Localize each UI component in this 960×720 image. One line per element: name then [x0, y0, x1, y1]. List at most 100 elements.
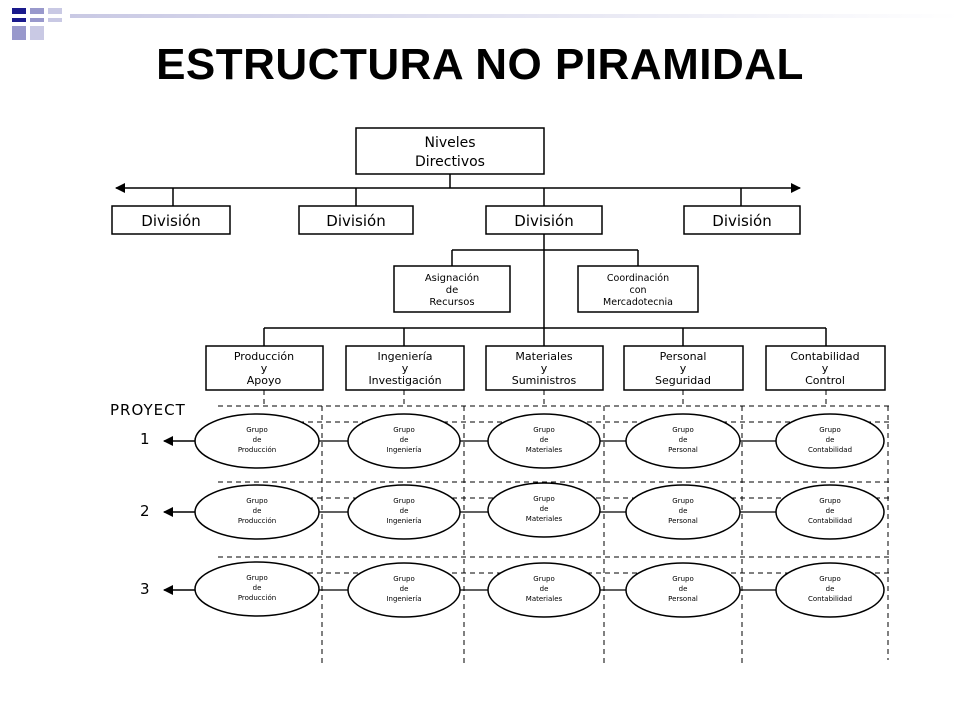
group-label: de	[540, 505, 549, 513]
support-label: con	[629, 285, 646, 296]
group-label: Grupo	[246, 497, 267, 505]
decor-square-light	[30, 26, 44, 40]
group-label: Grupo	[819, 497, 840, 505]
group-label: Personal	[668, 595, 698, 603]
support-label: Recursos	[429, 297, 474, 308]
support-label: Mercadotecnia	[603, 297, 673, 308]
group-ellipse: Grupo de Producción	[194, 561, 320, 617]
group-label: Personal	[668, 446, 698, 454]
group-ellipse: Grupo de Materiales	[487, 413, 601, 469]
group-label: de	[826, 507, 835, 515]
department-label: Control	[805, 374, 845, 387]
group-label: Ingeniería	[386, 595, 421, 603]
group-label: Producción	[238, 446, 276, 454]
division-label: División	[141, 212, 200, 230]
group-label: Grupo	[393, 426, 414, 434]
group-ellipse: Grupo de Ingeniería	[347, 484, 461, 540]
group-label: de	[400, 507, 409, 515]
title-rule	[0, 14, 960, 18]
group-ellipse: Grupo de Producción	[194, 413, 320, 469]
project-number: 3	[140, 580, 150, 598]
project-number: 2	[140, 502, 150, 520]
group-label: de	[400, 436, 409, 444]
department-label: y	[402, 362, 409, 375]
group-ellipse: Grupo de Producción	[194, 484, 320, 540]
group-label: Materiales	[526, 515, 563, 523]
department-label: y	[680, 362, 687, 375]
group-ellipse: Grupo de Materiales	[487, 482, 601, 538]
group-ellipse: Grupo de Contabilidad	[775, 562, 885, 618]
division-box	[298, 205, 414, 235]
group-label: Ingeniería	[386, 446, 421, 454]
department-box: Materiales y Suministros	[485, 345, 604, 391]
top-box	[355, 127, 545, 175]
support-label: Coordinación	[607, 273, 669, 284]
group-ellipse: Grupo de Materiales	[487, 562, 601, 618]
group-label: Grupo	[672, 497, 693, 505]
department-label: y	[541, 362, 548, 375]
division-label: División	[326, 212, 385, 230]
division-box	[485, 205, 603, 235]
group-label: Personal	[668, 517, 698, 525]
department-label: Producción	[234, 350, 294, 363]
group-label: de	[826, 436, 835, 444]
top-label-line1: Niveles	[424, 135, 475, 151]
group-label: de	[253, 584, 262, 592]
group-ellipse: Grupo de Personal	[625, 484, 741, 540]
group-label: Grupo	[533, 495, 554, 503]
department-label: y	[822, 362, 829, 375]
group-label: de	[679, 585, 688, 593]
department-label: Ingeniería	[377, 350, 432, 363]
division-box	[683, 205, 801, 235]
group-label: de	[826, 585, 835, 593]
group-label: de	[400, 585, 409, 593]
division-label: División	[514, 212, 573, 230]
support-box	[393, 265, 511, 313]
group-label: Materiales	[526, 595, 563, 603]
support-label: de	[446, 285, 459, 296]
support-label: Asignación	[425, 272, 479, 284]
department-box: Contabilidad y Control	[765, 345, 886, 391]
group-label: de	[540, 436, 549, 444]
department-label: Seguridad	[655, 374, 711, 387]
group-label: Grupo	[393, 497, 414, 505]
group-label: Grupo	[533, 575, 554, 583]
department-label: Materiales	[515, 350, 572, 363]
group-label: Ingeniería	[386, 517, 421, 525]
group-label: Grupo	[819, 426, 840, 434]
support-box	[577, 265, 699, 313]
group-ellipse: Grupo de Ingeniería	[347, 413, 461, 469]
group-label: de	[679, 507, 688, 515]
group-label: Contabilidad	[808, 517, 852, 525]
department-box: Producción y Apoyo	[205, 345, 324, 391]
group-label: Grupo	[246, 574, 267, 582]
group-label: Producción	[238, 517, 276, 525]
group-label: Grupo	[246, 426, 267, 434]
department-box: Ingeniería y Investigación	[345, 345, 465, 391]
group-label: Grupo	[533, 426, 554, 434]
department-box: Personal y Seguridad	[623, 345, 744, 391]
group-label: Grupo	[672, 575, 693, 583]
group-label: Producción	[238, 594, 276, 602]
group-label: Contabilidad	[808, 595, 852, 603]
group-label: Grupo	[672, 426, 693, 434]
decor-square-light	[12, 26, 26, 40]
group-label: Contabilidad	[808, 446, 852, 454]
slide-title: ESTRUCTURA NO PIRAMIDAL	[156, 40, 804, 89]
group-label: Grupo	[393, 575, 414, 583]
group-label: de	[253, 507, 262, 515]
top-label-line2: Directivos	[415, 154, 485, 170]
group-label: de	[253, 436, 262, 444]
division-box	[111, 205, 231, 235]
group-label: Grupo	[819, 575, 840, 583]
project-label: PROYECT	[110, 401, 186, 419]
department-label: Suministros	[512, 374, 577, 387]
group-ellipse: Grupo de Personal	[625, 413, 741, 469]
department-label: y	[261, 362, 268, 375]
department-label: Investigación	[368, 374, 441, 387]
group-label: de	[540, 585, 549, 593]
project-number: 1	[140, 430, 150, 448]
group-ellipse: Grupo de Ingeniería	[347, 562, 461, 618]
department-label: Personal	[660, 350, 707, 363]
